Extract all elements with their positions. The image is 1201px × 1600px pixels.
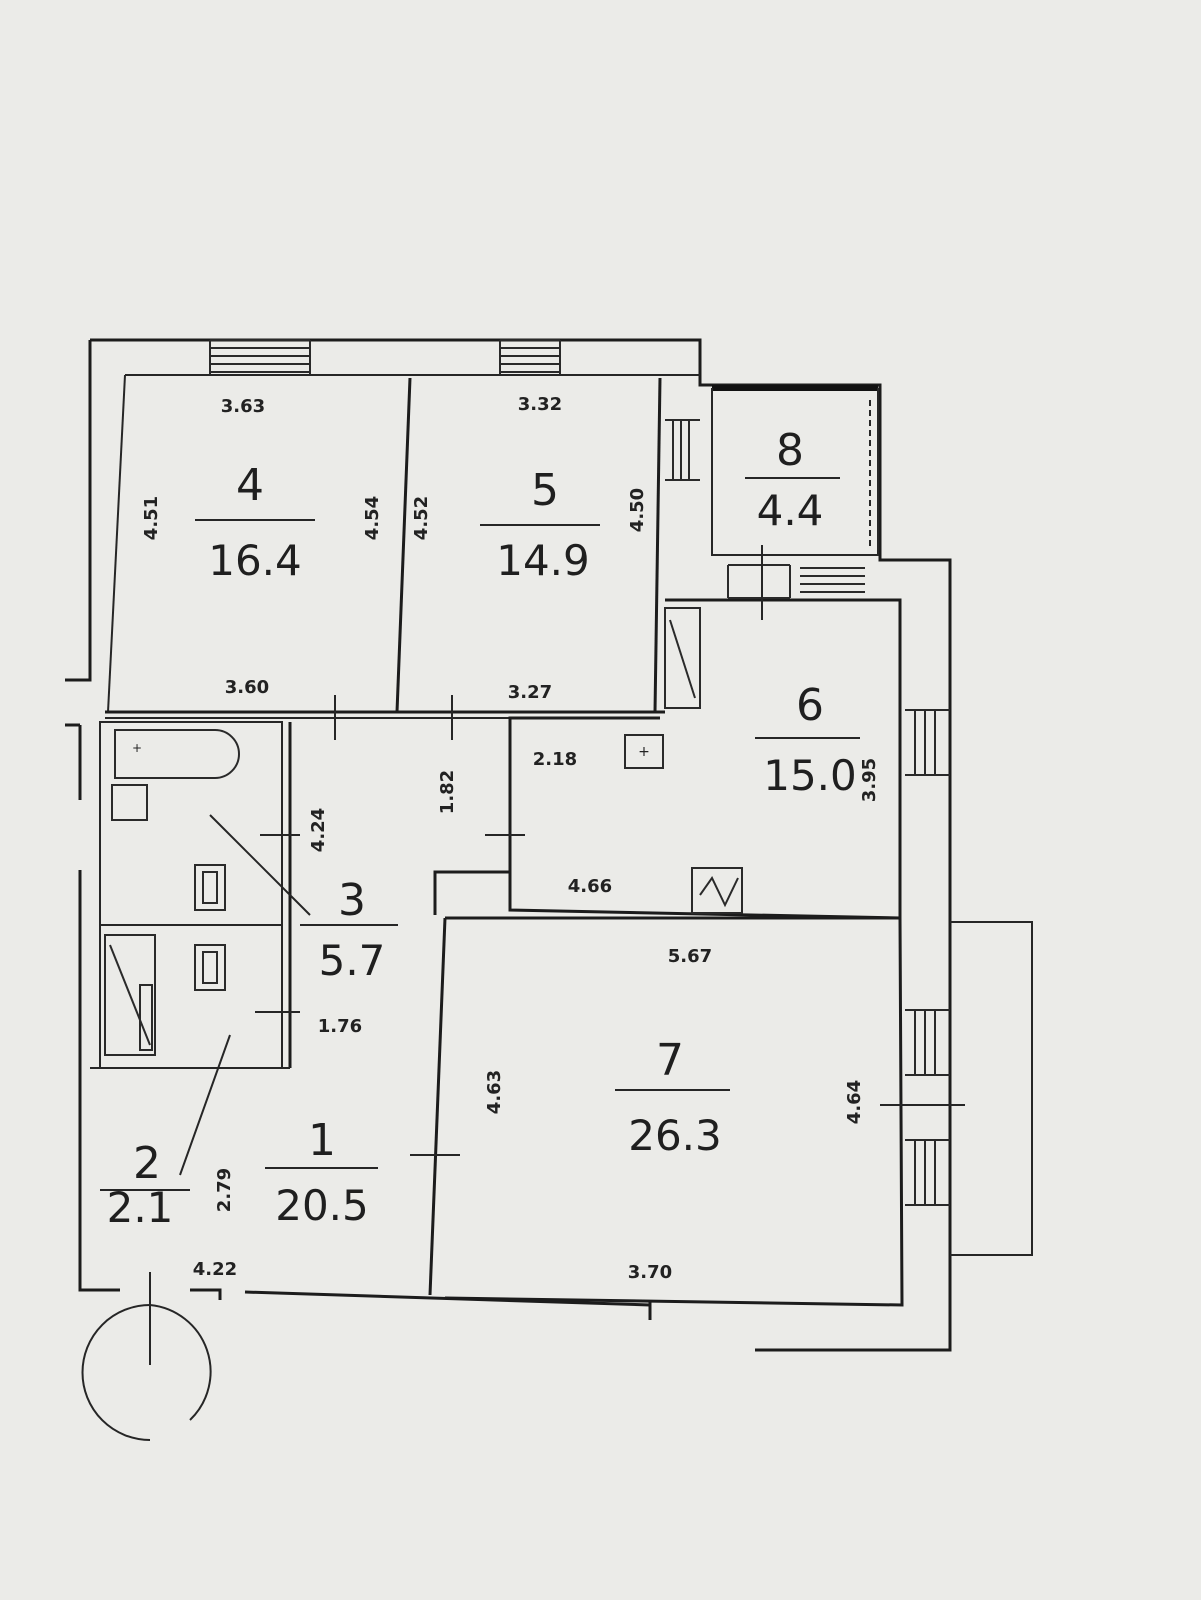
dim-r7-bottom: 3.70 [628,1262,672,1283]
stove-icon: + [624,734,664,769]
dim-r1-bottom: 4.22 [193,1259,237,1280]
leader-line-3 [209,814,311,916]
room-label-4: 4 16.4 [195,460,315,585]
dim-r3-c: 1.76 [318,1016,362,1037]
washbasin-icon [194,864,226,911]
dim-r5-right: 4.50 [627,488,648,532]
dim-r6-right: 3.95 [859,758,880,802]
leader-line-2 [179,1034,231,1176]
room-area-2: 2.1 [107,1183,174,1232]
kitchen-duct-icon [664,607,701,709]
windows [209,339,950,1206]
room-number-1: 1 [308,1115,336,1166]
dim-r4-left: 4.51 [141,496,162,540]
room-area-5: 14.9 [496,536,590,585]
room-label-1: 1 20.5 [265,1115,378,1230]
room-area-4: 16.4 [208,536,302,585]
dim-r7-left: 4.63 [484,1070,505,1114]
window-room-7-lower [905,1139,950,1206]
dim-r7-right: 4.64 [844,1080,865,1124]
door-loggia-5 [665,419,700,481]
room-number-3: 3 [338,875,366,926]
kitchen-vent-icon [691,867,743,914]
room-number-4: 4 [236,460,264,511]
svg-text:+: + [638,744,650,760]
window-room-5 [499,339,561,375]
room-label-7: 7 26.3 [615,1035,730,1160]
window-room-6-right [905,709,950,776]
bathtub-icon: + [114,729,240,779]
room-label-5: 5 14.9 [480,465,600,585]
room-area-8: 4.4 [757,486,824,535]
room-number-2: 2 [133,1138,161,1189]
dim-r5-bottom: 3.27 [508,682,552,703]
room-area-6: 15.0 [763,751,857,800]
dim-r3-a: 4.24 [308,808,329,852]
toilet-icon [194,944,226,991]
room-number-5: 5 [531,465,559,516]
room-area-1: 20.5 [275,1181,369,1230]
outer-walls [65,338,952,1352]
room-label-8: 8 4.4 [745,425,840,535]
dim-r4-bottom: 3.60 [225,677,269,698]
window-room-4 [209,339,311,375]
room-label-6: 6 15.0 [755,680,860,800]
dim-r6-bottom: 4.66 [568,876,612,897]
room-number-8: 8 [776,425,804,476]
door-marks [255,545,965,1156]
loggia [711,385,879,556]
dim-r3-b: 1.82 [437,770,458,814]
window-room-6-top [727,564,865,599]
dimensions: 3.63 4.51 4.54 3.60 3.32 4.52 4.50 3.27 … [141,394,880,1283]
dim-r7-top: 5.67 [668,946,712,967]
svg-text:+: + [132,741,142,755]
dim-r4-top: 3.63 [221,396,265,417]
dim-r4-right: 4.54 [362,496,383,540]
window-room-7-upper [905,1009,950,1076]
room-number-6: 6 [796,680,824,731]
entrance-door [81,1272,212,1441]
room-label-3: 3 5.7 [300,875,398,985]
dim-r5-left: 4.52 [411,496,432,540]
room-area-3: 5.7 [319,936,386,985]
sink-icon [111,784,148,821]
room-label-2: 2 2.1 [100,1138,190,1232]
room-number-7: 7 [656,1035,684,1086]
room-area-7: 26.3 [628,1111,722,1160]
dim-r1-side: 2.79 [214,1168,235,1212]
balcony-room-7 [950,921,1033,1256]
ventilation-duct-icon [104,934,156,1056]
dim-r5-top: 3.32 [518,394,562,415]
dim-r6-top: 2.18 [533,749,577,770]
